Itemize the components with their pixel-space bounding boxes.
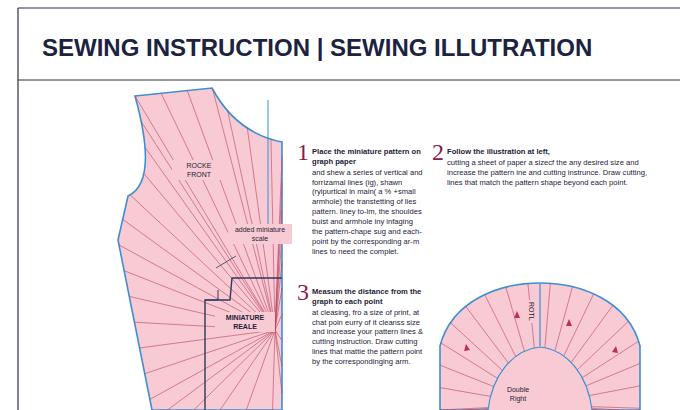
dimension-label: ROTL <box>526 300 537 323</box>
radial-line <box>194 330 275 410</box>
radial-line <box>150 330 275 399</box>
step-text: and shew a series of vertical and forriz… <box>312 168 424 257</box>
radial-line <box>275 330 282 393</box>
radial-line <box>275 288 282 330</box>
step-text: at cleasing, fro a size of print, at cha… <box>312 308 424 367</box>
radial-lines <box>119 89 282 410</box>
step-number: 3 <box>297 280 309 304</box>
radial-line <box>275 262 282 330</box>
page-title: SEWING INSTRUCTION | SEWING ILLUTRATION <box>42 34 592 62</box>
leader-line <box>216 256 236 268</box>
miniature-outline <box>205 278 282 410</box>
grain-line <box>539 284 540 346</box>
radial-line <box>275 183 282 330</box>
radial-line <box>213 89 275 330</box>
miniature-notch <box>205 290 218 300</box>
radial-line <box>161 93 275 330</box>
frame-line <box>17 8 18 410</box>
sleeve-outline <box>440 283 640 410</box>
radial-line <box>246 330 275 410</box>
radial-line <box>220 330 275 410</box>
frame-line <box>18 7 680 8</box>
radial-line <box>135 96 275 330</box>
bodice-pattern <box>118 88 282 410</box>
step-heading: Measum the distance from the graph to ea… <box>312 287 424 307</box>
radial-lines <box>440 283 640 410</box>
step-number: 2 <box>432 140 444 164</box>
radial-line <box>273 330 275 410</box>
sleeve-inner-outline <box>488 347 592 410</box>
radial-line <box>275 236 282 330</box>
part-name: MINIATURE REALE <box>215 312 275 332</box>
step-text: cutting a sheet of paper a sizecf the an… <box>447 158 652 188</box>
frame-line <box>18 80 680 81</box>
step-number: 1 <box>297 140 309 164</box>
bodice-outline <box>118 88 282 410</box>
radial-line <box>145 330 275 374</box>
radial-line <box>140 330 275 348</box>
step-heading: Place the miniature pattern on graph pap… <box>312 147 424 167</box>
part-note: added miniature scale <box>228 224 292 244</box>
radial-line <box>144 174 275 330</box>
radial-line <box>130 195 275 330</box>
sleeve-pattern <box>440 283 640 410</box>
step-heading: Follow the illustration at left, <box>447 147 652 157</box>
grain-line <box>268 100 269 230</box>
part-name: ROCKE FRONT <box>172 160 226 180</box>
part-name: Double Right <box>496 384 540 404</box>
direction-arrows <box>464 311 618 353</box>
radial-line <box>275 314 282 330</box>
